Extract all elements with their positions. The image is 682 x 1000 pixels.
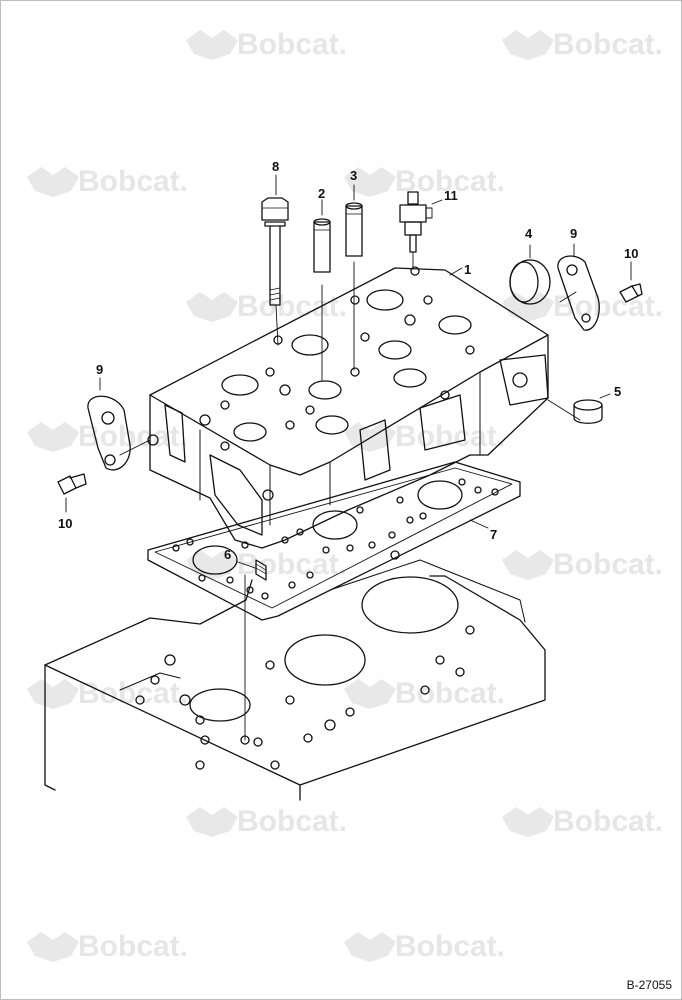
small-bolt-part-10-right: [619, 261, 643, 303]
bobcat-logo-icon: [186, 807, 238, 837]
watermark-text: Bobcat.: [78, 165, 189, 198]
watermark-text: Bobcat.: [237, 290, 348, 323]
sensor-part-11: [399, 191, 443, 269]
cup-plug-part-5: [573, 393, 611, 424]
cylinder-head: [147, 266, 549, 549]
watermark-text: Bobcat.: [395, 420, 506, 453]
watermark-text: Bobcat.: [395, 930, 506, 963]
bobcat-logo-icon: [344, 932, 396, 962]
watermark-text: Bobcat.: [553, 805, 664, 838]
bobcat-logo-icon: [27, 932, 79, 962]
callout-part-4: 4: [525, 226, 533, 241]
watermark-text: Bobcat.: [553, 28, 664, 61]
head-gasket: [147, 461, 521, 621]
leader-lines: [119, 261, 581, 741]
bobcat-watermark: Bobcat.: [395, 420, 505, 454]
bobcat-logo-icon: [502, 550, 554, 580]
bobcat-watermark: Bobcat.: [553, 28, 663, 62]
bobcat-watermark: Bobcat.: [553, 548, 663, 582]
bobcat-watermark: Bobcat.: [395, 930, 505, 964]
bobcat-watermark: Bobcat.: [78, 930, 188, 964]
watermark-text: Bobcat.: [78, 677, 189, 710]
callout-part-7: 7: [490, 527, 498, 542]
callout-part-2: 2: [318, 186, 326, 201]
callout-part-10-right: 10: [624, 246, 639, 261]
callout-part-5: 5: [614, 384, 622, 399]
bobcat-watermark: Bobcat.: [237, 290, 347, 324]
plug-part-4: [509, 244, 551, 305]
flange-gasket-part-9-right: [557, 243, 600, 331]
bobcat-watermark: Bobcat.: [395, 677, 505, 711]
small-bolt-part-10-left: [57, 473, 87, 513]
watermark-text: Bobcat.: [553, 548, 664, 581]
bobcat-watermark: Bobcat.: [78, 165, 188, 199]
bobcat-logo-icon: [344, 679, 396, 709]
flange-gasket-part-9-left: [87, 377, 131, 471]
bobcat-logo-icon: [344, 167, 396, 197]
bobcat-watermark: Bobcat.: [78, 677, 188, 711]
bobcat-logo-icon: [502, 30, 554, 60]
watermark-text: Bobcat.: [78, 930, 189, 963]
watermark-text: Bobcat.: [395, 677, 506, 710]
callout-part-6: 6: [224, 547, 232, 562]
stud-part-6: [255, 559, 267, 581]
bobcat-watermark: Bobcat.: [553, 805, 663, 839]
bolt-part-8: [261, 174, 289, 306]
callout-part-10-left: 10: [58, 516, 73, 531]
bobcat-logo-icon: [186, 292, 238, 322]
bobcat-logo-icon: [27, 167, 79, 197]
bobcat-logo-icon: [27, 422, 79, 452]
bobcat-logo-icon: [502, 807, 554, 837]
bobcat-logo-icon: [186, 30, 238, 60]
callout-part-1: 1: [464, 262, 472, 277]
figure-id: B-27055: [626, 978, 672, 992]
valve-guide-part-2: [313, 199, 331, 273]
watermark-text: Bobcat.: [237, 28, 348, 61]
watermark-text: Bobcat.: [237, 548, 348, 581]
callout-part-11: 11: [444, 188, 458, 203]
callout-part-3: 3: [350, 168, 358, 183]
engine-block-outline: [44, 550, 546, 801]
callout-part-8: 8: [272, 159, 280, 174]
bobcat-logo-icon: [27, 679, 79, 709]
callout-part-9-left: 9: [96, 362, 104, 377]
watermark-text: Bobcat.: [237, 805, 348, 838]
callout-part-9-right: 9: [570, 226, 578, 241]
valve-guide-part-3: [345, 184, 363, 257]
bobcat-watermark: Bobcat.: [237, 805, 347, 839]
bobcat-watermark: Bobcat.: [237, 28, 347, 62]
bobcat-watermark: Bobcat.: [237, 548, 347, 582]
